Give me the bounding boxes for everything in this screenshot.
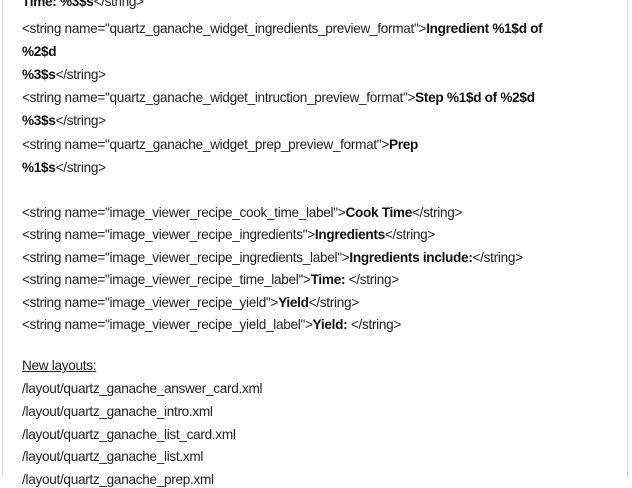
line-tail: </string> xyxy=(472,250,524,265)
line-bold: %3$s xyxy=(22,67,56,82)
line-bold: Step %1$d of %2$d xyxy=(415,90,535,105)
line-bold: Ingredient %1$d of xyxy=(426,21,543,36)
string-resource-line: %3$s</string> xyxy=(22,67,106,83)
line-plain: <string name="quartz_ganache_widget_prep… xyxy=(22,137,389,152)
line-plain: <string name="image_viewer_recipe_ingred… xyxy=(22,250,350,265)
string-resource-line: <string name="image_viewer_recipe_yield"… xyxy=(22,295,359,311)
line-tail: </string> xyxy=(55,67,107,82)
string-resource-line: <string name="image_viewer_recipe_yield_… xyxy=(22,317,401,333)
string-resource-line: <string name="quartz_ganache_widget_intr… xyxy=(22,90,535,106)
line-plain: <string name="image_viewer_recipe_yield"… xyxy=(22,295,279,310)
line-plain: <string name="image_viewer_recipe_ingred… xyxy=(22,227,315,242)
layout-file-path: /layout/quartz_ganache_list.xml xyxy=(22,449,204,465)
line-plain: <string name="quartz_ganache_widget_ingr… xyxy=(22,21,427,36)
line-bold: Ingredients include: xyxy=(349,250,473,265)
line-plain: <string name="quartz_ganache_widget_intr… xyxy=(22,90,416,105)
line-tail: </string> xyxy=(350,317,402,332)
line-bold: Time: xyxy=(310,272,349,287)
string-resource-line: %3$s</string> xyxy=(22,113,106,129)
string-resource-line: <string name="quartz_ganache_widget_prep… xyxy=(22,137,418,153)
line-bold: Yield xyxy=(278,295,309,310)
line-plain: <string name="image_viewer_recipe_cook_t… xyxy=(22,205,346,220)
layout-file-path: /layout/quartz_ganache_list_card.xml xyxy=(22,426,236,442)
line-bold: Cook Time xyxy=(345,205,412,220)
line-plain: <string name="image_viewer_recipe_time_l… xyxy=(22,272,311,287)
line-bold: %3$s xyxy=(22,113,56,128)
line-tail: </string> xyxy=(384,227,436,242)
line-tail: </string> xyxy=(411,205,463,220)
line-bold: %1$s xyxy=(22,160,56,175)
line-tail: </string> xyxy=(55,160,107,175)
string-resource-line: %2$d xyxy=(22,44,57,60)
document-frame xyxy=(2,0,628,478)
layout-file-path: /layout/quartz_ganache_answer_card.xml xyxy=(22,381,263,396)
line-bold: Prep xyxy=(389,137,419,152)
line-bold: Time: %3$s xyxy=(22,0,94,9)
layouts-heading: New layouts: xyxy=(22,358,97,373)
line-plain: <string name="image_viewer_recipe_yield_… xyxy=(22,317,313,332)
string-resource-line: <string name="image_viewer_recipe_ingred… xyxy=(22,227,435,243)
string-resource-line: <string name="quartz_ganache_widget_ingr… xyxy=(22,21,543,37)
line-tail: </string> xyxy=(93,0,145,9)
string-resource-line: <string name="image_viewer_recipe_cook_t… xyxy=(22,205,462,221)
string-resource-line: %1$s</string> xyxy=(22,160,106,176)
string-resource-line: <string name="image_viewer_recipe_ingred… xyxy=(22,250,523,266)
layout-file-path: /layout/quartz_ganache_prep.xml xyxy=(22,472,214,488)
line-tail: </string> xyxy=(55,113,107,128)
line-tail: </string> xyxy=(308,295,360,310)
string-resource-line: Time: %3$s</string> xyxy=(22,0,144,10)
line-bold: Yield: xyxy=(312,317,351,332)
line-bold: %2$d xyxy=(22,44,57,59)
line-bold: Ingredients xyxy=(314,227,385,242)
line-tail: </string> xyxy=(348,272,400,287)
layout-file-path: /layout/quartz_ganache_intro.xml xyxy=(22,403,213,419)
string-resource-line: <string name="image_viewer_recipe_time_l… xyxy=(22,272,399,288)
